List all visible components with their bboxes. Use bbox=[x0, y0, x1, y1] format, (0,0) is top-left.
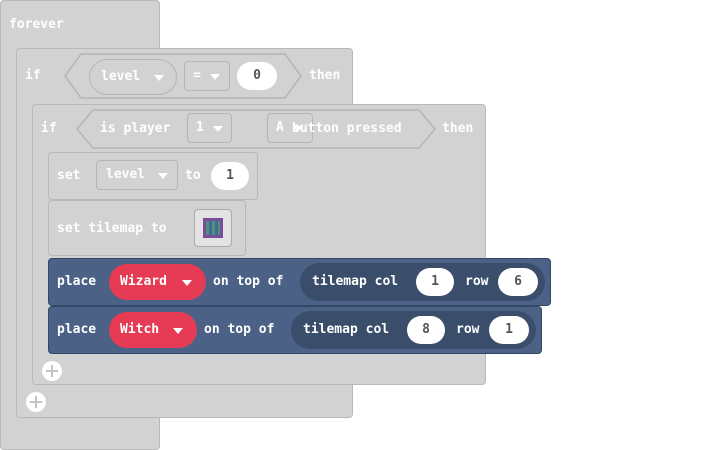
set-tilemap-label: set tilemap to bbox=[57, 221, 167, 236]
variable-name: level bbox=[101, 69, 141, 84]
on-top-of-label: on top of bbox=[213, 274, 284, 289]
set-label: set bbox=[57, 168, 81, 183]
sprite-name: Witch bbox=[120, 322, 160, 337]
player-dropdown[interactable]: 1 bbox=[187, 113, 232, 143]
sprite-dropdown-wizard[interactable]: Wizard bbox=[109, 264, 206, 300]
tilemap-picker[interactable] bbox=[194, 209, 232, 247]
if-label: if bbox=[25, 68, 41, 83]
variable-name: level bbox=[106, 167, 146, 182]
tilemap-col-row-reporter[interactable]: tilemap col 8 row 1 bbox=[291, 311, 536, 349]
place-witch-block[interactable]: place Witch on top of tilemap col 8 row … bbox=[48, 306, 542, 354]
chevron-down-icon bbox=[210, 74, 220, 80]
tilemap-col-row-reporter[interactable]: tilemap col 1 row 6 bbox=[300, 263, 545, 301]
row-input[interactable]: 6 bbox=[498, 268, 538, 296]
add-else-icon[interactable] bbox=[26, 392, 46, 412]
tilemap-col-label: tilemap col bbox=[303, 322, 390, 337]
variable-dropdown-level[interactable]: level bbox=[89, 59, 177, 95]
place-wizard-block[interactable]: place Wizard on top of tilemap col 1 row… bbox=[48, 258, 551, 306]
chevron-down-icon bbox=[154, 75, 164, 81]
sprite-dropdown-witch[interactable]: Witch bbox=[109, 312, 197, 348]
set-value-input[interactable]: 1 bbox=[211, 162, 249, 190]
forever-label: forever bbox=[9, 17, 64, 32]
then-label: then bbox=[442, 121, 474, 136]
compare-value-input[interactable]: 0 bbox=[237, 62, 277, 90]
to-label: to bbox=[185, 168, 201, 183]
chevron-down-icon bbox=[293, 126, 303, 132]
condition-hexagon bbox=[76, 109, 436, 149]
col-input[interactable]: 8 bbox=[407, 316, 445, 344]
then-label: then bbox=[309, 68, 341, 83]
operator-dropdown[interactable]: = bbox=[184, 61, 230, 91]
place-label: place bbox=[57, 322, 97, 337]
row-label: row bbox=[465, 274, 489, 289]
chevron-down-icon bbox=[213, 126, 223, 132]
tilemap-col-label: tilemap col bbox=[312, 274, 399, 289]
tilemap-thumbnail-icon bbox=[203, 218, 223, 238]
add-else-icon[interactable] bbox=[42, 361, 62, 381]
col-input[interactable]: 1 bbox=[416, 268, 454, 296]
chevron-down-icon bbox=[158, 173, 168, 179]
if-label: if bbox=[41, 121, 57, 136]
set-level-block[interactable]: set level to 1 bbox=[48, 152, 258, 200]
chevron-down-icon bbox=[173, 328, 183, 334]
is-player-label: is player bbox=[100, 121, 171, 136]
variable-dropdown-level[interactable]: level bbox=[96, 160, 178, 190]
sprite-name: Wizard bbox=[120, 274, 167, 289]
operator-value: = bbox=[193, 68, 201, 83]
chevron-down-icon bbox=[182, 280, 192, 286]
set-tilemap-block[interactable]: set tilemap to bbox=[48, 200, 246, 256]
on-top-of-label: on top of bbox=[204, 322, 275, 337]
button-value: A bbox=[276, 120, 284, 135]
row-input[interactable]: 1 bbox=[489, 316, 529, 344]
place-label: place bbox=[57, 274, 97, 289]
player-value: 1 bbox=[196, 120, 204, 135]
row-label: row bbox=[456, 322, 480, 337]
button-pressed-label: button pressed bbox=[292, 121, 402, 136]
button-dropdown[interactable]: A bbox=[267, 113, 313, 143]
